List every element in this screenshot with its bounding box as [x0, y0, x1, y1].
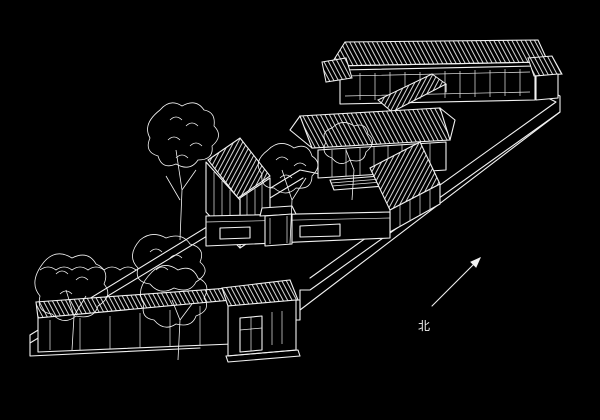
north-indicator: 北: [418, 257, 481, 333]
rear-hall: [321, 39, 563, 105]
trees: [34, 102, 373, 361]
north-arrow-icon: [431, 257, 481, 307]
inner-gate-wall: [205, 205, 391, 247]
front-row: [35, 287, 233, 353]
east-house: [369, 141, 441, 233]
north-label: 北: [418, 319, 430, 333]
main-gate: [221, 279, 301, 363]
